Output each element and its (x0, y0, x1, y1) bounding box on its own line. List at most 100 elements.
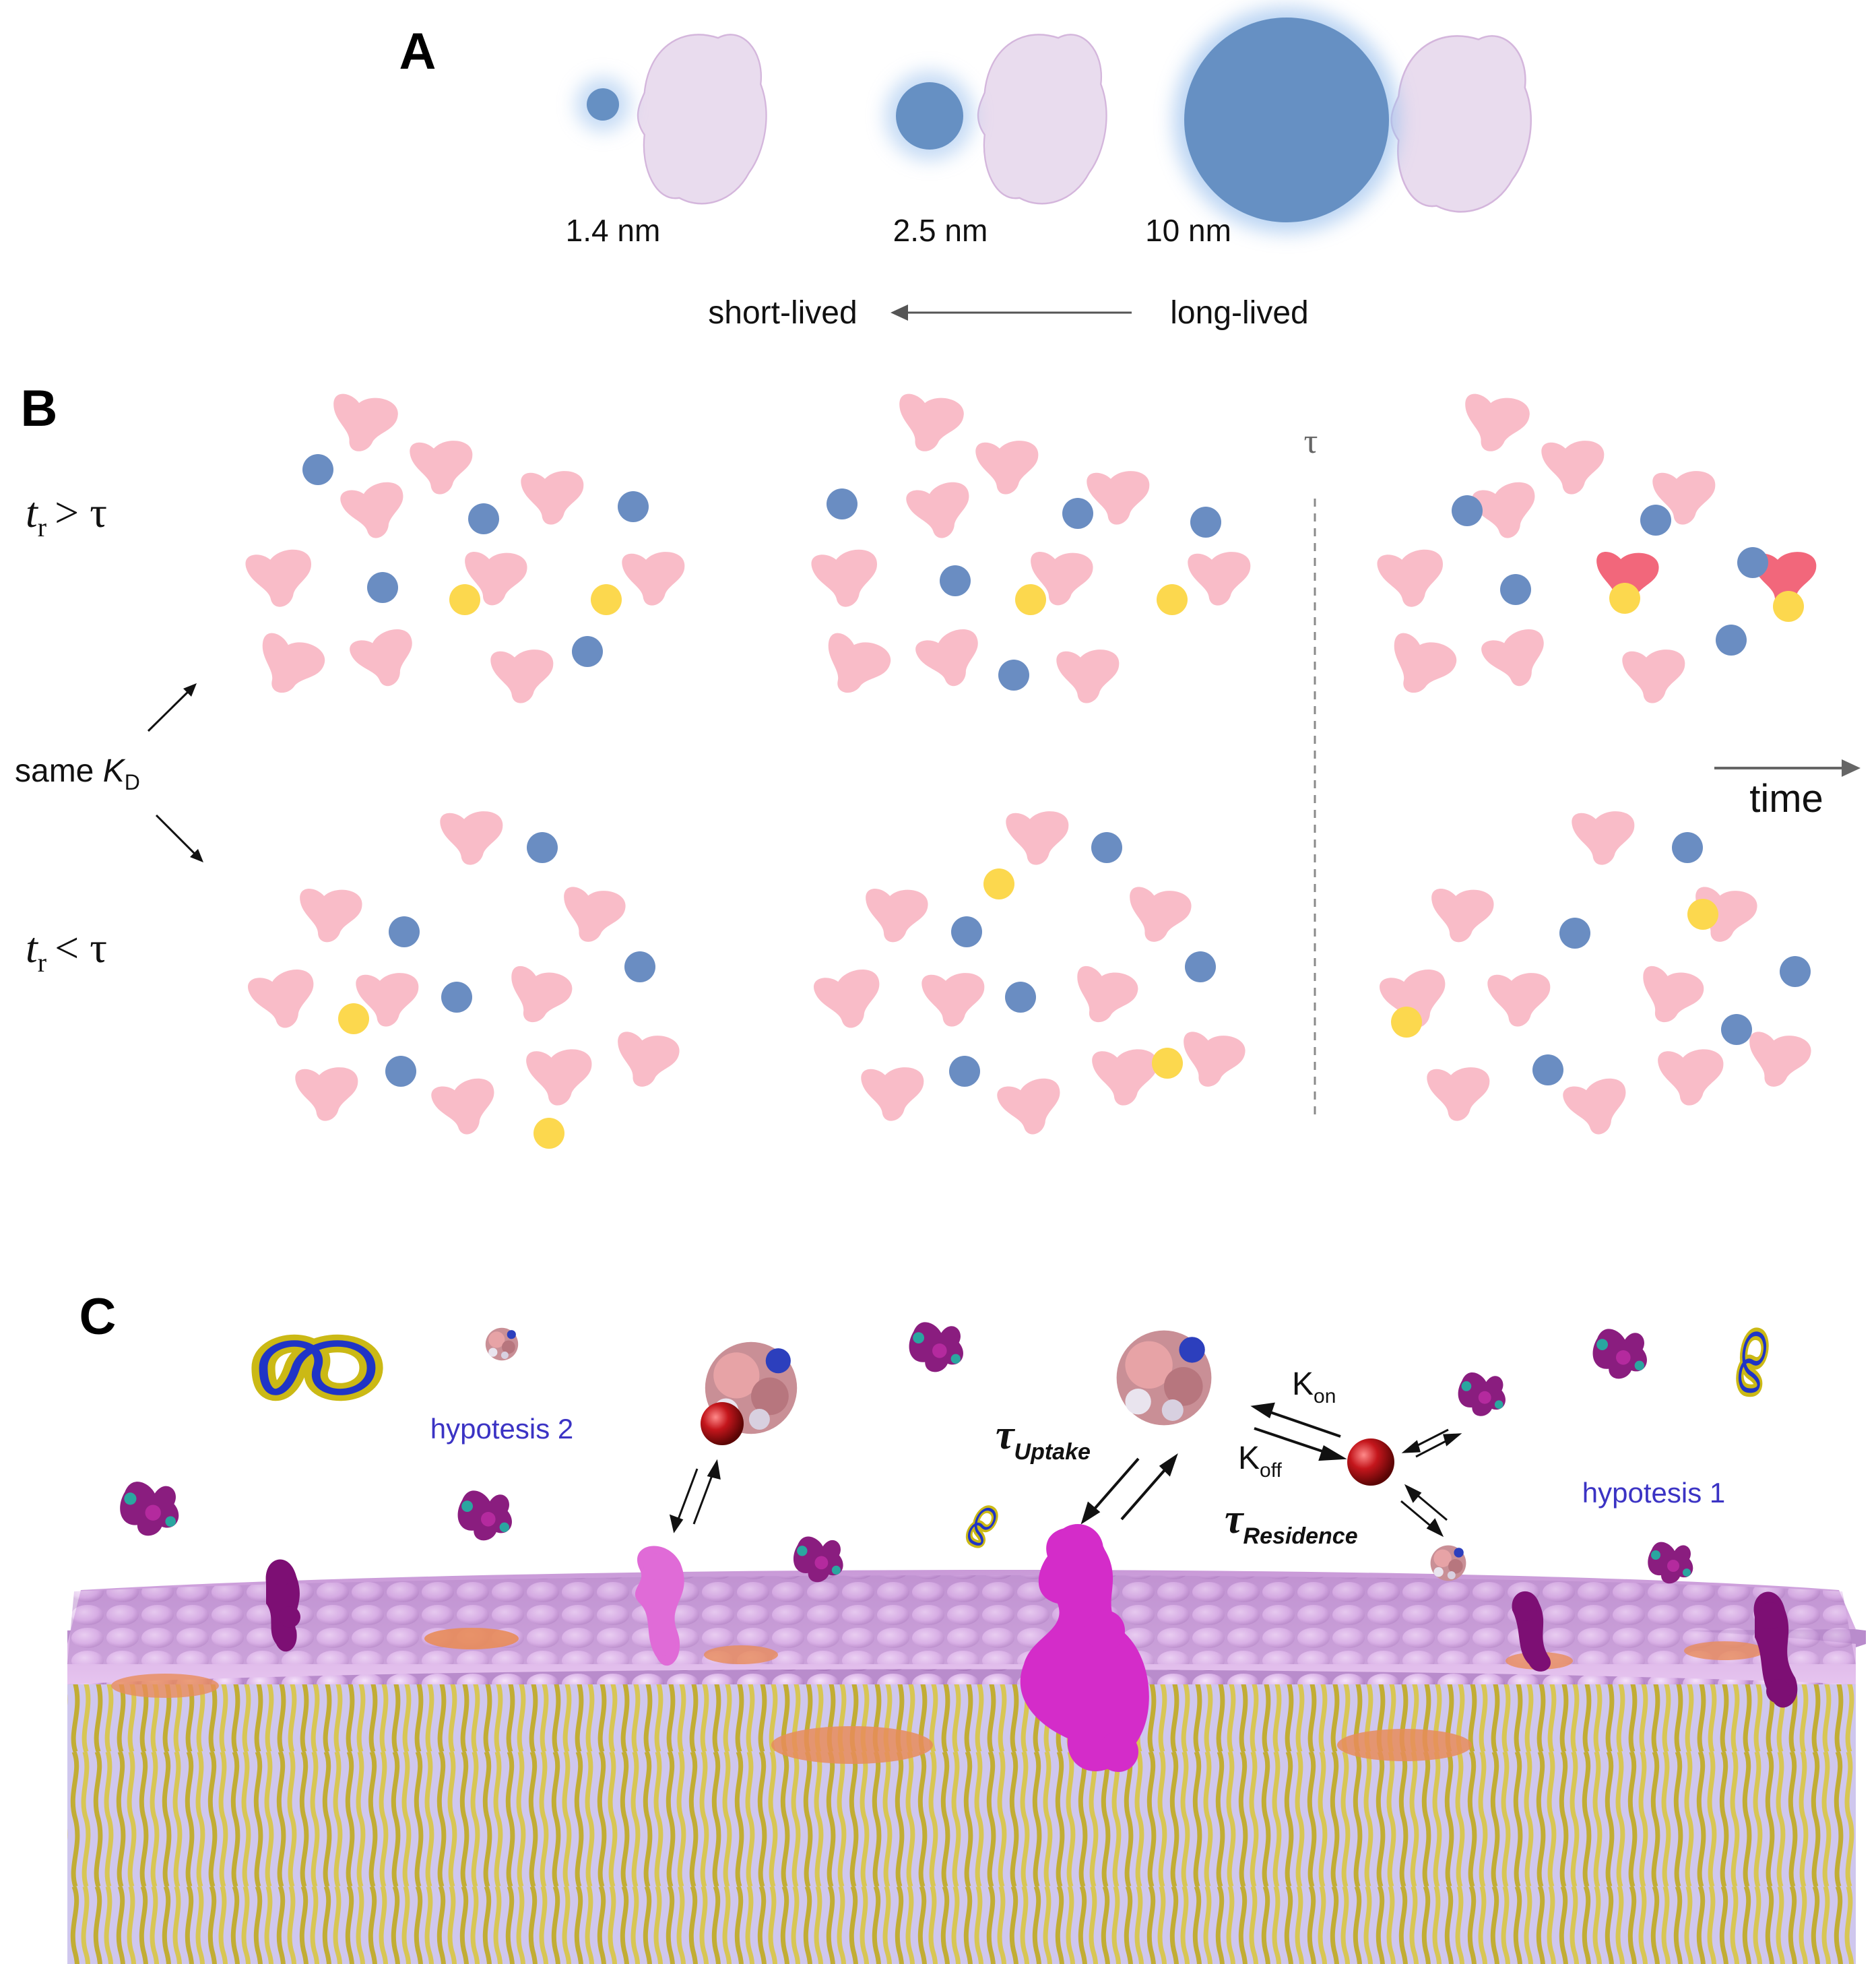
scene-top-t0 (245, 390, 685, 704)
equilibrium-arrows-right-bottom (1400, 1484, 1448, 1538)
nanoparticle-hyp2 (701, 1402, 744, 1445)
free-ligand (1452, 495, 1483, 526)
protein (1056, 650, 1120, 703)
protein (1427, 886, 1495, 945)
free-ligand (302, 454, 333, 485)
nanoparticle-2-5nm (896, 82, 963, 150)
ring-protein-small (966, 1506, 998, 1546)
free-ligand (1500, 574, 1531, 605)
protein (1092, 1049, 1158, 1106)
protein-purple-5 (1458, 1372, 1506, 1416)
free-ligand (1716, 625, 1747, 656)
free-ligand (1062, 498, 1093, 529)
lifetime-arrow (891, 305, 1132, 321)
protein (248, 629, 329, 704)
free-ligand (1640, 505, 1671, 536)
equilibrium-arrows-hyp2 (669, 1459, 721, 1533)
protein (1458, 390, 1532, 457)
protein (1427, 1067, 1490, 1121)
ring-protein-right (1737, 1332, 1767, 1392)
protein (1188, 552, 1251, 606)
size-label-10nm: 10 nm (1145, 213, 1231, 248)
protein-purple-7 (1648, 1542, 1693, 1584)
surface-protein-small (485, 1327, 519, 1361)
koff-label: Koff (1238, 1440, 1282, 1482)
free-ligand (1185, 951, 1216, 982)
protein (521, 471, 584, 525)
membrane-perspective-top (67, 1570, 1856, 1764)
nanoparticle-complex-large (1173, 7, 1532, 233)
protein (440, 811, 503, 865)
protein (1066, 962, 1142, 1031)
free-ligand (1091, 832, 1122, 863)
surface-protein-right (1430, 1545, 1466, 1581)
time-label: time (1749, 777, 1823, 821)
panel-c: C (67, 1288, 1866, 1964)
same-kd-label: same KD (15, 753, 140, 794)
protein (1561, 1075, 1633, 1140)
size-label-2-5nm: 2.5 nm (893, 213, 988, 248)
protein (1541, 441, 1605, 495)
protein (1376, 548, 1447, 610)
uptake-arrows (1080, 1453, 1178, 1525)
protein (913, 625, 988, 694)
free-ligand (1190, 507, 1221, 538)
protein-purple-3 (909, 1322, 963, 1372)
size-label-1-4nm: 1.4 nm (566, 213, 661, 248)
kon-koff-arrows (1250, 1402, 1347, 1461)
hypothesis-1-label: hypotesis 1 (1582, 1477, 1725, 1509)
protein (1176, 1028, 1248, 1093)
nanoparticle-10nm (1184, 18, 1389, 222)
free-ligand (940, 565, 971, 596)
receptor-left (265, 1559, 300, 1652)
panel-b-letter: B (21, 380, 58, 437)
receptor-right-2 (1753, 1591, 1798, 1708)
protein (429, 1075, 501, 1140)
protein (1122, 883, 1194, 948)
free-ligand (527, 832, 558, 863)
protein (921, 973, 985, 1027)
equilibrium-arrows-right-top (1401, 1428, 1462, 1458)
corona-protein-central (1116, 1330, 1212, 1426)
protein (810, 548, 881, 610)
free-ligand (441, 982, 472, 1013)
protein (814, 629, 895, 704)
nanoparticle-complex-medium (885, 34, 1107, 205)
protein (326, 390, 401, 457)
panel-b: B tr> τ tr< τ same KD τ time (15, 380, 1861, 1149)
free-ligand (1721, 1014, 1752, 1045)
protein (975, 441, 1039, 495)
protein (1479, 625, 1554, 694)
scene-top-t1 (810, 390, 1251, 704)
protein (490, 650, 554, 703)
protein (1632, 962, 1708, 1031)
free-ligand (468, 503, 499, 534)
scene-bottom-t0 (246, 811, 682, 1149)
protein (892, 390, 967, 457)
protein (347, 625, 422, 694)
free-ligand (1672, 832, 1703, 863)
branch-arrows (147, 683, 203, 862)
protein (1487, 973, 1551, 1027)
protein (995, 1075, 1067, 1140)
protein (610, 1028, 682, 1093)
protein (622, 552, 685, 606)
protein (556, 883, 628, 948)
protein (1742, 1028, 1813, 1093)
free-ligand (1532, 1054, 1563, 1085)
bound-ligand (591, 584, 622, 615)
free-ligand (367, 572, 398, 603)
free-ligand (827, 488, 858, 519)
bound-ligand (983, 868, 1014, 899)
free-ligand (1780, 956, 1811, 987)
scene-bottom-t1 (812, 811, 1248, 1140)
panel-a-letter: A (399, 23, 436, 80)
free-ligand (572, 636, 603, 667)
bound-ligand (1157, 584, 1188, 615)
protein (1572, 811, 1635, 865)
row-label-tr-greater-tau: tr> τ (26, 488, 107, 542)
bound-ligand (1015, 584, 1046, 615)
receptor-magenta-center (1020, 1524, 1149, 1772)
protein (246, 966, 321, 1034)
free-ligand (618, 491, 649, 522)
